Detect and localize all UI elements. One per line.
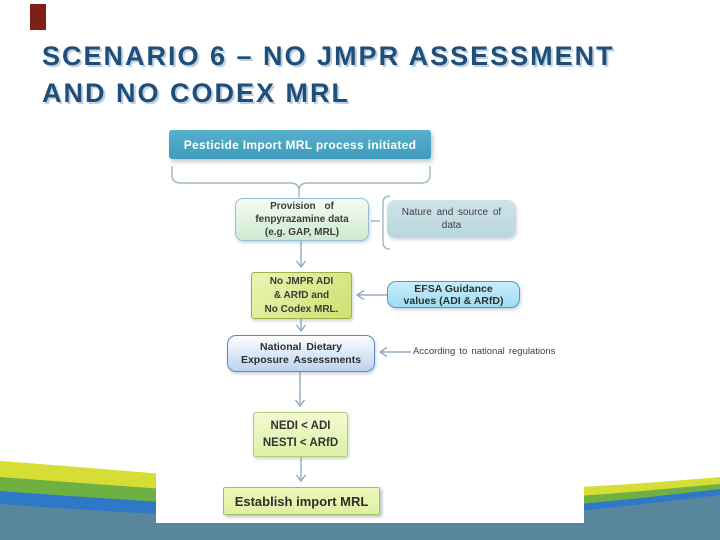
nature-line-1: Nature and source of [401, 207, 502, 218]
national-line-1: National Dietary [260, 340, 342, 353]
according-regulations-label: According to national regulations [413, 346, 556, 357]
nature-line-2: data [441, 220, 462, 231]
no-jmpr-line-3: No Codex MRL. [264, 303, 339, 315]
establish-mrl-label: Establish import MRL [234, 493, 369, 509]
efsa-line-2: values (ADI & ARfD) [403, 294, 504, 307]
national-line-2: Exposure Assessments [240, 353, 362, 366]
title-line-2: AND NO CODEX MRL [42, 78, 350, 108]
process-initiated-label: Pesticide Import MRL process initiated [183, 137, 417, 152]
title-line-1: SCENARIO 6 – NO JMPR ASSESSMENT [42, 41, 615, 71]
accent-bar [30, 4, 46, 30]
nedi-line-2: NESTI < ARfD [262, 436, 339, 449]
wave-teal [0, 495, 720, 540]
efsa-line-1: EFSA Guidance [414, 282, 493, 295]
provision-data-box: Provision of fenpyrazamine data (e.g. GA… [235, 198, 369, 241]
national-dietary-box: National Dietary Exposure Assessments [227, 335, 375, 372]
establish-mrl-box: Establish import MRL [223, 487, 380, 515]
provision-line-2: fenpyrazamine data [255, 214, 349, 225]
no-jmpr-line-1: No JMPR ADI [269, 275, 334, 287]
nedi-line-1: NEDI < ADI [270, 419, 331, 432]
no-jmpr-box: No JMPR ADI & ARfD and No Codex MRL. [251, 272, 352, 319]
efsa-guidance-box: EFSA Guidance values (ADI & ARfD) [387, 281, 520, 308]
no-jmpr-line-2: & ARfD and [273, 289, 330, 301]
nedi-nesti-box: NEDI < ADI NESTI < ARfD [253, 412, 348, 457]
provision-line-1: Provision of [270, 201, 334, 212]
provision-line-3: (e.g. GAP, MRL) [264, 227, 340, 238]
process-initiated-box: Pesticide Import MRL process initiated [169, 130, 431, 159]
flowchart-canvas [156, 125, 584, 523]
page-title: SCENARIO 6 – NO JMPR ASSESSMENT AND NO C… [42, 38, 702, 112]
nature-source-box: Nature and source of data [387, 200, 516, 238]
